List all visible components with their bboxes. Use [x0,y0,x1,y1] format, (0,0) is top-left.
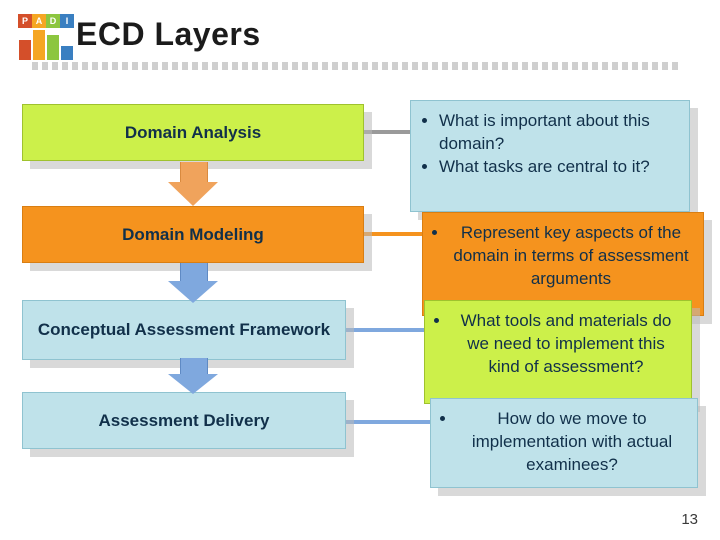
logo-letter-i: I [65,16,69,26]
logo-letter-a: A [35,16,43,26]
callout-1-list: What is important about this domain? Wha… [421,109,679,178]
logo-bars [18,28,74,60]
layer-box-domain-analysis[interactable]: Domain Analysis [22,104,364,161]
logo-letter-box-i [60,14,74,28]
callout-assessment-delivery[interactable]: How do we move to implementation with ac… [430,398,698,488]
logo-letter-box-p [18,14,32,28]
connector-1 [362,130,426,134]
callout-1-item-1: What is important about this domain? [439,109,679,155]
down-arrow-1-head [168,182,218,206]
connector-4 [344,420,440,424]
down-arrow-2-icon [168,263,218,303]
down-arrow-3-stem [180,358,208,376]
down-arrow-1-icon [168,162,218,206]
callout-2-item-1: Represent key aspects of the domain in t… [449,221,693,290]
title-divider [32,62,680,70]
callout-3-list: What tools and materials do we need to i… [435,309,681,378]
callout-conceptual-assessment-framework[interactable]: What tools and materials do we need to i… [424,300,692,404]
down-arrow-2-stem [180,263,208,283]
logo-letter-box-d [46,14,60,28]
layer-box-4-label: Assessment Delivery [98,410,270,430]
callout-2-list: Represent key aspects of the domain in t… [433,221,693,290]
layer-box-3-label: Conceptual Assessment Framework [37,320,331,339]
logo-letter-p: P [21,16,28,26]
logo-letter-box-a [32,14,46,28]
callout-4-item-1: How do we move to implementation with ac… [457,407,687,476]
connector-2 [362,232,426,236]
callout-4-list: How do we move to implementation with ac… [441,407,687,476]
page-title: ECD Layers [76,16,261,52]
layer-box-1-label: Domain Analysis [124,122,262,142]
logo-bar-1 [19,40,31,60]
logo-bar-2 [33,30,45,60]
logo-letter-d: D [49,16,57,26]
callout-1-item-2: What tasks are central to it? [439,155,679,178]
layer-box-2-label: Domain Modeling [122,224,264,244]
page-number: 13 [681,511,698,528]
down-arrow-3-head [168,374,218,394]
padi-logo: P A D I [18,14,74,60]
layer-box-assessment-delivery[interactable]: Assessment Delivery [22,392,346,449]
logo-letters: P A D I [18,14,74,28]
callout-domain-modeling[interactable]: Represent key aspects of the domain in t… [422,212,704,316]
layer-box-conceptual-assessment-framework[interactable]: Conceptual Assessment Framework [22,300,346,360]
layer-box-domain-modeling[interactable]: Domain Modeling [22,206,364,263]
down-arrow-3-icon [168,358,218,394]
connector-3 [344,328,434,332]
callout-3-item-1: What tools and materials do we need to i… [451,309,681,378]
down-arrow-2-head [168,281,218,303]
callout-domain-analysis[interactable]: What is important about this domain? Wha… [410,100,690,212]
logo-bar-4 [61,46,73,60]
down-arrow-1-stem [180,162,208,184]
logo-bar-3 [47,35,59,60]
